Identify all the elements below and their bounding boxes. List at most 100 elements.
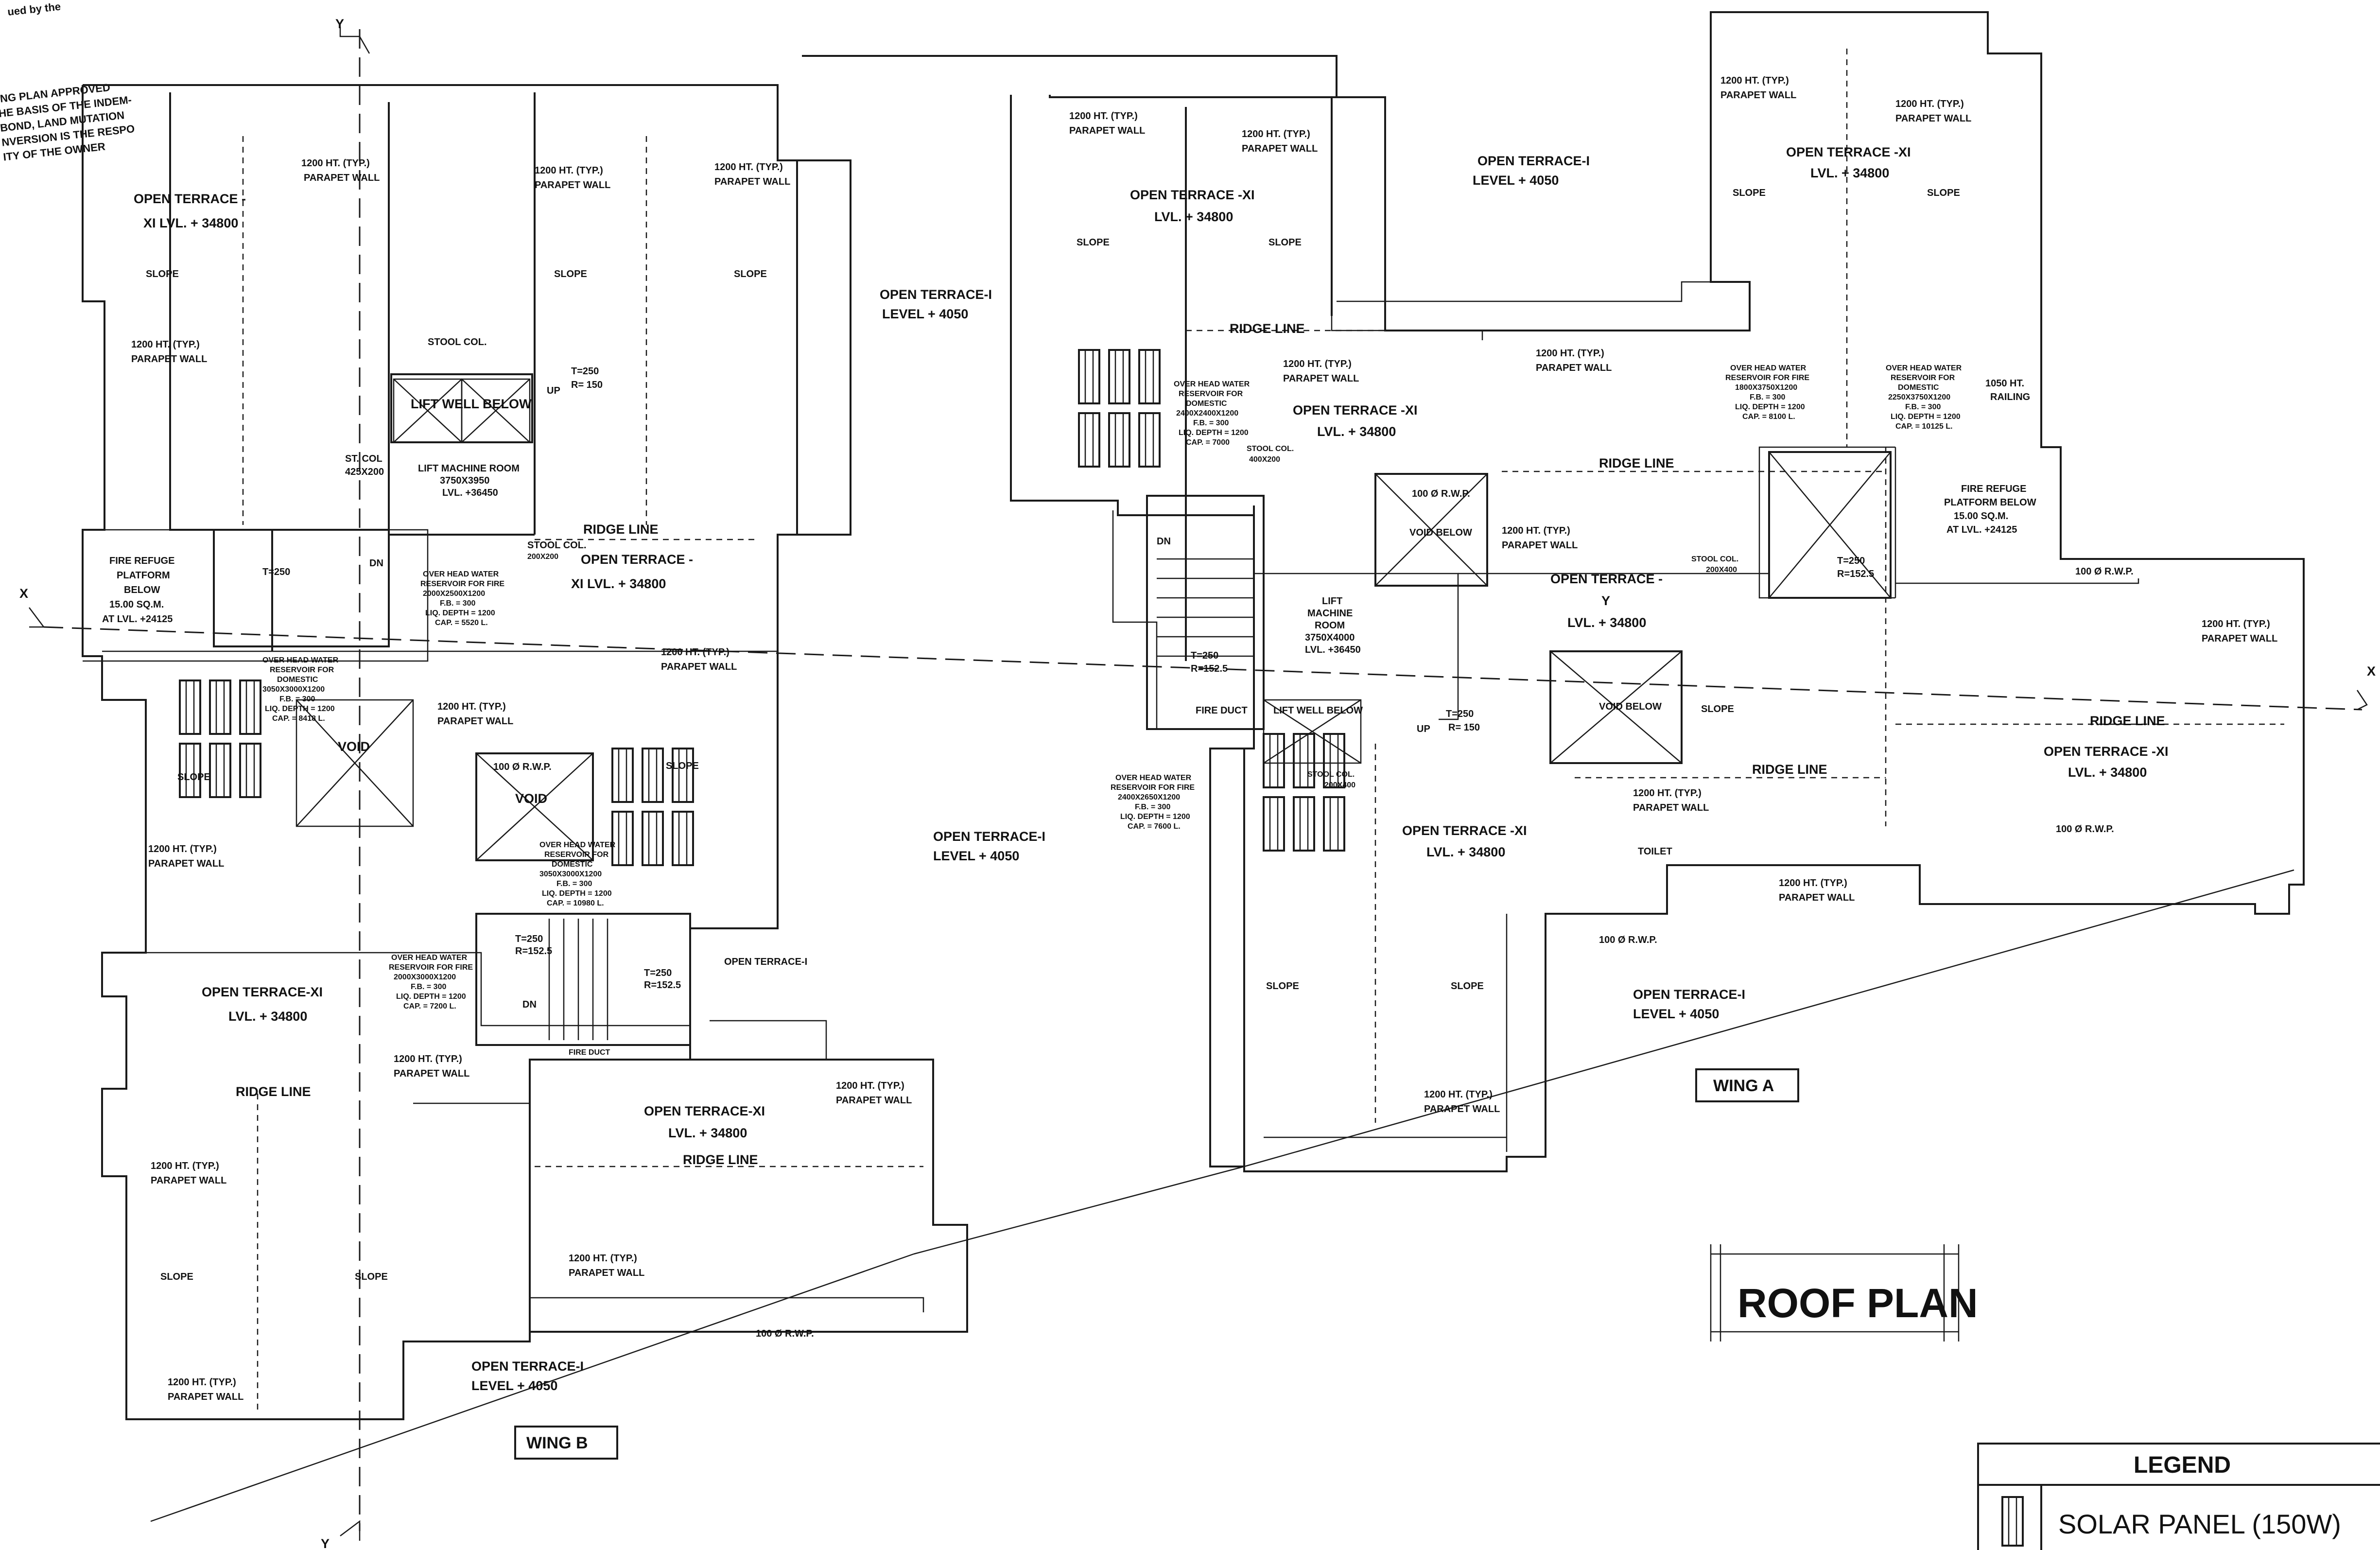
tank-liq: LIQ. DEPTH = 1200 (1735, 403, 1805, 411)
tank-fb: F.B. = 300 (411, 983, 446, 991)
stool-col-label: STOOL COL. (1247, 445, 1294, 453)
terrace-i-b2-level: LEVEL + 4050 (471, 1378, 557, 1393)
parapet-note: 1200 HT. (TYP.) (1424, 1089, 1493, 1100)
solar-panel (1078, 349, 1100, 404)
solar-panel (1138, 412, 1161, 468)
lift-well-below-label: LIFT WELL BELOW (1273, 705, 1363, 716)
approval-stamp: ued by the ING PLAN APPROVED HE BASIS OF… (0, 0, 135, 163)
lmr-b-level: LVL. +36450 (442, 488, 498, 498)
ohwr-label: RESERVOIR FOR (544, 851, 609, 859)
solar-panel (1323, 733, 1345, 788)
tank-liq: LIQ. DEPTH = 1200 (1120, 813, 1190, 821)
stair-tread-label: T=250 (515, 934, 543, 944)
tank-liq: LIQ. DEPTH = 1200 (542, 889, 612, 898)
ohwr-label: RESERVOIR FOR (270, 666, 334, 674)
terrace-a1-level: LVL. + 34800 (1154, 209, 1233, 224)
ridge-line-label: RIDGE LINE (583, 522, 659, 537)
stool-col-label: STOOL COL. (1307, 770, 1355, 779)
terrace-b1-level: XI LVL. + 34800 (143, 216, 238, 230)
st-col-label: ST. COL (345, 453, 382, 464)
ridge-line-label: RIDGE LINE (236, 1084, 311, 1099)
ridge-line-label: RIDGE LINE (1599, 456, 1674, 470)
parapet-note: 1200 HT. (TYP.) (1779, 878, 1847, 888)
solar-panel (209, 679, 231, 735)
tank-dims: 2000X2500X1200 (423, 590, 485, 598)
ohwr-label: OVER HEAD WATER (1730, 364, 1807, 372)
x-axis-right-marker (2356, 690, 2368, 711)
slope-note: SLOPE (177, 772, 210, 783)
terrace-a2-level: LVL. + 34800 (1810, 166, 1889, 180)
legend-title: LEGEND (2134, 1452, 2231, 1478)
solar-panel (642, 748, 664, 803)
rwp-label: 100 Ø R.W.P. (1412, 488, 1470, 499)
parapet-note: 1200 HT. (TYP.) (2202, 619, 2270, 629)
tank-cap: CAP. = 7600 L. (1128, 822, 1181, 831)
parapet-note: PARAPET WALL (1502, 540, 1578, 551)
stair-tread-label: T=250 (644, 968, 672, 978)
wing-a-tag: WING A (1713, 1077, 1774, 1095)
terrace-b1-title: OPEN TERRACE - (134, 192, 246, 206)
parapet-note: PARAPET WALL (1069, 125, 1145, 136)
ohwr-label: OVER HEAD WATER (423, 570, 499, 578)
tank-cap: CAP. = 5520 L. (435, 619, 488, 627)
parapet-note: PARAPET WALL (394, 1068, 469, 1079)
slope-note: SLOPE (146, 269, 179, 279)
void-label: VOID (515, 791, 547, 806)
y-axis-bottom-marker (340, 1520, 361, 1541)
y-axis-top-label: Y (335, 17, 344, 31)
fire-refuge-level: AT LVL. +24125 (102, 614, 173, 625)
void-below-label: VOID BELOW (1599, 701, 1662, 712)
terrace-b3-title: OPEN TERRACE-XI (202, 985, 323, 999)
stool-col-dims: 200X200 (527, 553, 558, 561)
parapet-note: PARAPET WALL (569, 1268, 644, 1278)
site-boundary (150, 869, 2294, 1522)
parapet-note: 1200 HT. (TYP.) (301, 158, 370, 169)
tank-cap: CAP. = 10125 L. (1895, 422, 1953, 431)
parapet-note: 1200 HT. (TYP.) (1283, 359, 1352, 369)
parapet-note: 1200 HT. (TYP.) (836, 1080, 904, 1091)
lift-machine-room-a-label: MACHINE (1307, 608, 1353, 619)
dn-label: DN (369, 558, 383, 569)
tank-dims: 2000X3000X1200 (394, 973, 456, 981)
solar-panel (611, 748, 634, 803)
title-block: ROOF PLAN (1710, 1244, 1978, 1341)
stair-core-b (213, 529, 390, 647)
tank-cap: CAP. = 8418 L. (272, 714, 325, 723)
void-b1 (295, 699, 414, 827)
fire-refuge-area: 15.00 SQ.M. (109, 599, 164, 610)
lift-well-a (1263, 699, 1362, 764)
stair-tread-label: T=250 (1446, 709, 1474, 719)
terrace-i-a1-title: OPEN TERRACE-I (1477, 154, 1590, 168)
tank-dims: 1800X3750X1200 (1735, 383, 1797, 392)
solar-panel (642, 811, 664, 866)
void-b2 (475, 752, 594, 861)
tank-fb: F.B. = 300 (1135, 803, 1170, 811)
slope-note: SLOPE (554, 269, 587, 279)
slope-note: SLOPE (734, 269, 767, 279)
terrace-a1-title: OPEN TERRACE -XI (1130, 188, 1255, 202)
ohwr-label: RESERVOIR FOR FIRE (420, 580, 504, 588)
void-below-label: VOID BELOW (1409, 527, 1472, 538)
legend: LEGEND SOLAR PANEL (150W) (1977, 1443, 2380, 1550)
stair-core-b2 (475, 913, 691, 1046)
ohwr-label: RESERVOIR FOR (1891, 374, 1955, 382)
tank-liq: LIQ. DEPTH = 1200 (265, 705, 335, 713)
parapet-note: 1200 HT. (TYP.) (1069, 111, 1138, 122)
tank-dims: 2400X2650X1200 (1118, 793, 1180, 801)
dn-label: DN (1157, 536, 1171, 547)
solar-panel (179, 679, 201, 735)
slope-note: SLOPE (1927, 188, 1960, 198)
terrace-i-b1-title: OPEN TERRACE-I (880, 287, 992, 302)
solar-panel (1293, 733, 1315, 788)
parapet-note: PARAPET WALL (1779, 892, 1855, 903)
tank-fb: F.B. = 300 (556, 880, 592, 888)
fire-refuge-platform: PLATFORM (117, 570, 170, 581)
parapet-note: 1200 HT. (TYP.) (394, 1054, 462, 1064)
stair-riser-label: R= 150 (571, 380, 603, 390)
slope-note: SLOPE (1268, 237, 1302, 248)
fire-duct-label: FIRE DUCT (569, 1048, 610, 1057)
solar-panel (1108, 349, 1130, 404)
solar-panel (179, 743, 201, 798)
slope-note: SLOPE (1733, 188, 1766, 198)
parapet-note: PARAPET WALL (836, 1095, 912, 1106)
